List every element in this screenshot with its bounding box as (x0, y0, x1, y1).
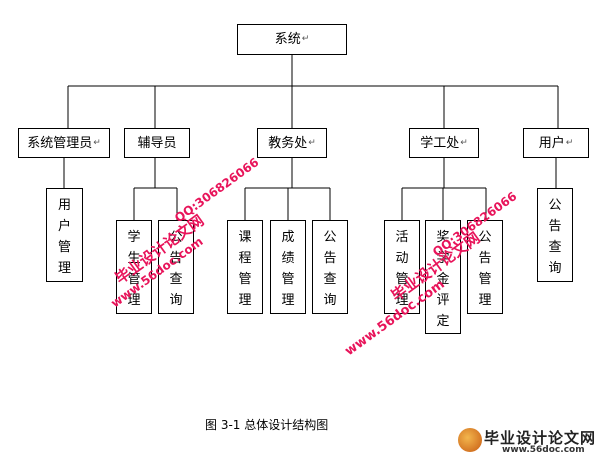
leaf-char: 理 (395, 293, 409, 308)
academic-node-label: 教务处 (268, 135, 308, 151)
admin-node: 系统管理员↵ (18, 128, 110, 158)
course-management-node: 课 程 管 理 (227, 220, 263, 314)
leaf-char: 评 (436, 293, 450, 308)
leaf-char: 绩 (281, 251, 295, 266)
student-affairs-node-label: 学工处 (420, 135, 460, 151)
grade-management-node: 成 绩 管 理 (270, 220, 306, 314)
leaf-char: 理 (478, 293, 492, 308)
logo-emblem-icon (458, 428, 482, 452)
figure-caption: 图 3-1 总体设计结构图 (205, 418, 329, 432)
notice-query-node: 公 告 查 询 (158, 220, 194, 314)
leaf-char: 理 (57, 261, 71, 276)
leaf-char: 金 (436, 272, 450, 287)
notice-query-node: 公 告 查 询 (537, 188, 573, 282)
leaf-char: 告 (548, 219, 562, 234)
counselor-node-label: 辅导员 (137, 135, 177, 151)
admin-node-label: 系统管理员 (27, 135, 93, 151)
leaf-char: 定 (436, 314, 450, 329)
paragraph-mark: ↵ (93, 137, 101, 148)
leaf-char: 奖 (436, 230, 450, 245)
notice-query-node: 公 告 查 询 (312, 220, 348, 314)
leaf-char: 公 (323, 230, 337, 245)
logo-title: 毕业设计论文网 (484, 429, 597, 447)
leaf-char: 活 (395, 230, 409, 245)
leaf-char: 用 (57, 198, 71, 213)
leaf-char: 理 (281, 293, 295, 308)
paragraph-mark: ↵ (460, 137, 468, 148)
leaf-char: 查 (548, 240, 562, 255)
paragraph-mark: ↵ (301, 34, 310, 44)
user-node-label: 用户 (538, 135, 565, 151)
counselor-node: 辅导员 (124, 128, 190, 158)
leaf-char: 告 (169, 251, 183, 266)
leaf-char: 管 (395, 272, 409, 287)
user-node: 用户↵ (523, 128, 589, 158)
leaf-char: 查 (169, 272, 183, 287)
student-management-node: 学 生 管 理 (116, 220, 152, 314)
leaf-char: 管 (281, 272, 295, 287)
leaf-char: 生 (127, 251, 141, 266)
root-node: 系统↵ (237, 24, 347, 55)
academic-node: 教务处↵ (257, 128, 327, 158)
leaf-char: 学 (127, 230, 141, 245)
leaf-char: 管 (238, 272, 252, 287)
leaf-char: 动 (395, 251, 409, 266)
leaf-char: 询 (548, 261, 562, 276)
scholarship-evaluation-node: 奖 学 金 评 定 (425, 220, 461, 334)
leaf-char: 询 (169, 293, 183, 308)
leaf-char: 管 (127, 272, 141, 287)
leaf-char: 公 (169, 230, 183, 245)
user-management-node: 用 户 管 理 (46, 188, 83, 282)
leaf-char: 户 (57, 219, 71, 234)
paragraph-mark: ↵ (565, 137, 574, 148)
leaf-char: 公 (478, 230, 492, 245)
leaf-char: 告 (478, 251, 492, 266)
site-logo: 毕业设计论文网 www.56doc.com (456, 426, 612, 456)
leaf-char: 查 (323, 272, 337, 287)
leaf-char: 公 (548, 198, 562, 213)
logo-url: www.56doc.com (502, 445, 585, 455)
activity-management-node: 活 动 管 理 (384, 220, 420, 314)
leaf-char: 理 (127, 293, 141, 308)
leaf-char: 理 (238, 293, 252, 308)
notice-management-node: 公 告 管 理 (467, 220, 503, 314)
leaf-char: 告 (323, 251, 337, 266)
leaf-char: 管 (57, 240, 71, 255)
student-affairs-node: 学工处↵ (409, 128, 479, 158)
leaf-char: 管 (478, 272, 492, 287)
leaf-char: 询 (323, 293, 337, 308)
leaf-char: 程 (238, 251, 252, 266)
leaf-char: 课 (238, 230, 252, 245)
paragraph-mark: ↵ (308, 137, 316, 148)
root-node-label: 系统 (274, 32, 301, 47)
leaf-char: 成 (281, 230, 295, 245)
leaf-char: 学 (436, 251, 450, 266)
